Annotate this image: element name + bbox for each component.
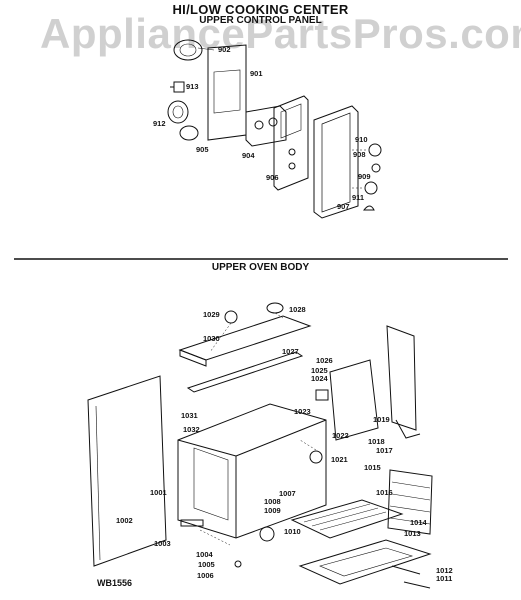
- label-1023: 1023: [294, 407, 311, 416]
- label-1028: 1028: [289, 305, 306, 314]
- label-913: 913: [186, 82, 199, 91]
- part-906-panel: [273, 95, 309, 191]
- label-1024: 1024: [311, 374, 328, 383]
- label-1026: 1026: [316, 356, 333, 365]
- lower-section-title: UPPER OVEN BODY: [211, 262, 310, 273]
- part-1021-fan: [309, 450, 323, 464]
- label-901: 901: [250, 69, 263, 78]
- watermark: AppliancePartsPros.com: [40, 10, 521, 57]
- part-1029-fastener: [224, 310, 238, 324]
- label-908: 908: [353, 150, 366, 159]
- label-906: 906: [266, 173, 279, 182]
- label-1005: 1005: [198, 560, 215, 569]
- part-904-timer: [245, 105, 287, 147]
- label-910: 910: [355, 135, 368, 144]
- diagram-title: HI/LOW COOKING CENTER: [172, 2, 349, 17]
- part-912-knob: [167, 100, 189, 124]
- part-1006-screw: [234, 560, 242, 568]
- part-911-knob: [362, 205, 375, 211]
- part-913-switch: [173, 81, 185, 93]
- label-1017: 1017: [376, 446, 393, 455]
- label-1009: 1009: [264, 506, 281, 515]
- label-912: 912: [153, 119, 166, 128]
- part-1014-shelf: [290, 499, 404, 539]
- label-1003: 1003: [154, 539, 171, 548]
- label-1014: 1014: [410, 518, 427, 527]
- label-905: 905: [196, 145, 209, 154]
- label-909: 909: [358, 172, 371, 181]
- label-1016: 1016: [376, 488, 393, 497]
- label-1010: 1010: [284, 527, 301, 536]
- label-1025: 1025: [311, 366, 328, 375]
- label-1029: 1029: [203, 310, 220, 319]
- label-911: 911: [352, 193, 365, 202]
- part-902-switch: [173, 39, 203, 61]
- drawing-reference: WB1556: [97, 578, 133, 588]
- part-1016-rack: [387, 469, 433, 535]
- label-1006: 1006: [197, 571, 214, 580]
- part-1013-tray: [298, 539, 432, 585]
- label-1007: 1007: [279, 489, 296, 498]
- label-1004: 1004: [196, 550, 213, 559]
- label-1030: 1030: [203, 334, 220, 343]
- label-907: 907: [337, 202, 350, 211]
- part-1001-oven-box: [177, 403, 327, 539]
- label-1031: 1031: [181, 411, 198, 420]
- part-908-knob: [368, 143, 382, 157]
- label-1022: 1022: [332, 431, 349, 440]
- label-1019: 1019: [373, 415, 390, 424]
- part-1012-strip: [391, 565, 421, 575]
- label-1011: 1011: [436, 574, 453, 583]
- part-1019-bracket: [329, 359, 379, 441]
- label-1002: 1002: [116, 516, 133, 525]
- upper-oven-body-group: [87, 302, 433, 589]
- label-904: 904: [242, 151, 255, 160]
- label-1015: 1015: [364, 463, 381, 472]
- label-1018: 1018: [368, 437, 385, 446]
- label-1001: 1001: [150, 488, 167, 497]
- part-1023-block: [315, 389, 329, 401]
- part-1018-back: [386, 325, 417, 431]
- part-1028-clip: [266, 302, 284, 314]
- part-909-knob: [364, 181, 378, 195]
- label-902: 902: [218, 45, 231, 54]
- label-1021: 1021: [331, 455, 348, 464]
- label-1012: 1012: [436, 566, 453, 575]
- label-1027: 1027: [282, 347, 299, 356]
- part-1032-side: [87, 375, 167, 567]
- part-1002-hinge: [180, 519, 204, 527]
- label-1032: 1032: [183, 425, 200, 434]
- part-905-clip: [179, 125, 199, 141]
- label-1008: 1008: [264, 497, 281, 506]
- part-1026-rail: [186, 351, 304, 393]
- upper-section-title: UPPER CONTROL PANEL: [199, 15, 322, 26]
- part-1010-element: [259, 526, 275, 542]
- part-907-bezel: [313, 105, 359, 219]
- label-1013: 1013: [404, 529, 421, 538]
- part-1011-strip: [403, 581, 431, 589]
- upper-control-panel-group: [167, 39, 382, 219]
